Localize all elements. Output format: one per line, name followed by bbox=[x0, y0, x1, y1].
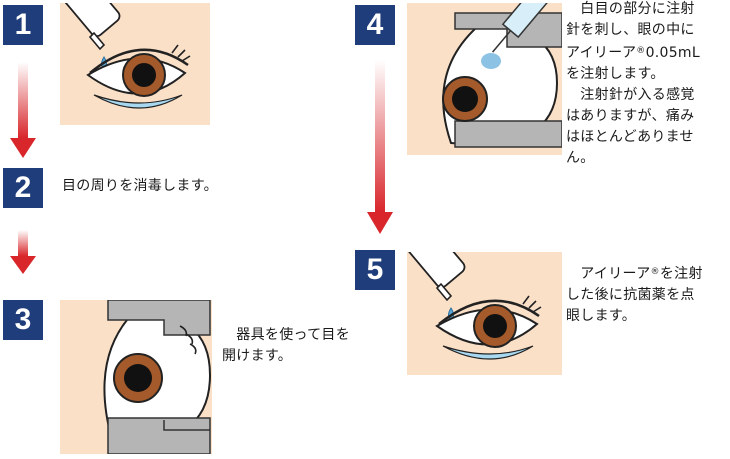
arrow-1-to-2-icon bbox=[10, 62, 36, 158]
registered-mark: ® bbox=[636, 46, 646, 56]
step-4-line-1: 白目の部分に注射 bbox=[566, 1, 695, 17]
step-2-text: 目の周りを消毒します。 bbox=[62, 176, 218, 197]
step-3-text: 器具を使って目を 開けます。 bbox=[222, 325, 350, 367]
lower-speculum-icon bbox=[454, 120, 562, 148]
registered-mark: ® bbox=[650, 267, 660, 277]
step-5-line-1: アイリーア bbox=[566, 266, 651, 282]
eye-dropper-icon bbox=[407, 252, 466, 302]
step-5-text: アイリーア®を注射 した後に抗菌薬を点 眼します。 bbox=[566, 262, 703, 327]
step-1-badge: 1 bbox=[3, 5, 43, 45]
step-4-badge: 4 bbox=[355, 5, 395, 45]
step-5-line-2: した後に抗菌薬を点 bbox=[566, 287, 695, 303]
step-2-line-1: 目の周りを消毒します。 bbox=[62, 178, 218, 194]
step-3-badge: 3 bbox=[3, 300, 43, 340]
step-4-line-2: 針を刺し、眼の中に bbox=[566, 22, 695, 38]
step-5-illustration bbox=[407, 252, 562, 375]
step-4-line-7: はほとんどありませ bbox=[566, 129, 694, 145]
upper-speculum-icon bbox=[107, 300, 211, 336]
step-4-illustration bbox=[407, 3, 562, 155]
step-5-line-3: 眼します。 bbox=[566, 308, 637, 324]
eye-dropper-icon bbox=[60, 3, 121, 51]
upper-speculum-icon bbox=[454, 12, 562, 48]
step-4-text: 白目の部分に注射 針を刺し、眼の中に アイリーア®0.05mL を注射します。 … bbox=[566, 0, 700, 169]
step-4-line-8: ん。 bbox=[566, 150, 595, 166]
step-3-illustration bbox=[60, 300, 212, 454]
step-4-line-3-suffix: 0.05mL bbox=[645, 45, 700, 61]
syringe-icon bbox=[491, 3, 558, 53]
step-4-line-6: はありますが、痛み bbox=[566, 108, 695, 124]
arrow-4-to-5-icon bbox=[367, 60, 393, 234]
step-4-line-3: アイリーア bbox=[566, 45, 637, 61]
step-5-badge: 5 bbox=[355, 250, 395, 290]
lower-speculum-icon bbox=[107, 417, 211, 454]
step-4-line-4: を注射します。 bbox=[566, 66, 665, 82]
step-5-line-1-suffix: を注射 bbox=[659, 266, 703, 282]
arrow-2-to-3-icon bbox=[10, 230, 36, 274]
step-4-line-5: 注射針が入る感覚 bbox=[566, 87, 695, 103]
step-2-badge: 2 bbox=[3, 168, 43, 208]
step-3-line-2: 開けます。 bbox=[222, 348, 293, 364]
step-1-illustration bbox=[60, 3, 210, 125]
step-3-line-1: 器具を使って目を bbox=[222, 327, 350, 343]
